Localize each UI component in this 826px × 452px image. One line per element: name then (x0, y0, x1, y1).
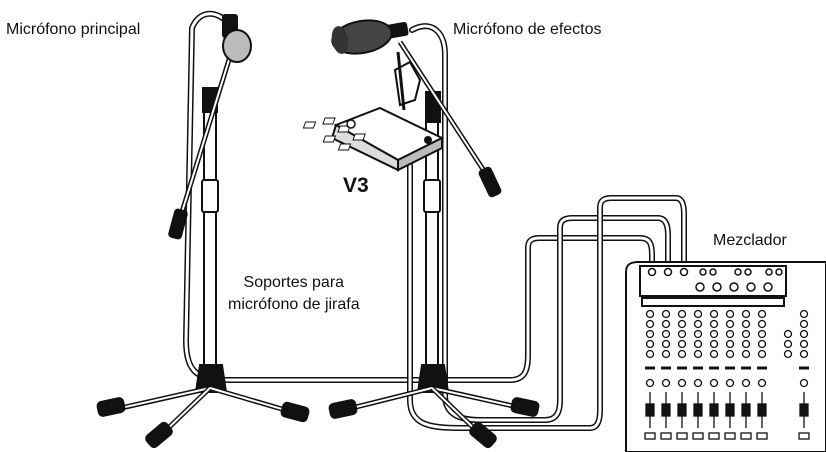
boom-stands-label-line2: micrófono de jirafa (228, 296, 360, 313)
main-mic-label: Micrófono principal (6, 21, 141, 38)
effects-mic (331, 19, 409, 55)
v3-device (302, 106, 445, 172)
mixer-label: Mezclador (713, 232, 787, 249)
cables (183, 10, 687, 431)
effects-mic-label: Micrófono de efectos (453, 21, 602, 38)
right-mic-stand (328, 40, 540, 449)
left-mic-stand (96, 49, 310, 449)
main-mic (222, 14, 252, 63)
v3-label: V3 (343, 174, 369, 197)
boom-stands-label: Soportes para micrófono de jirafa (228, 272, 360, 316)
boom-stands-label-line1: Soportes para (243, 274, 345, 291)
mixer (625, 261, 826, 452)
